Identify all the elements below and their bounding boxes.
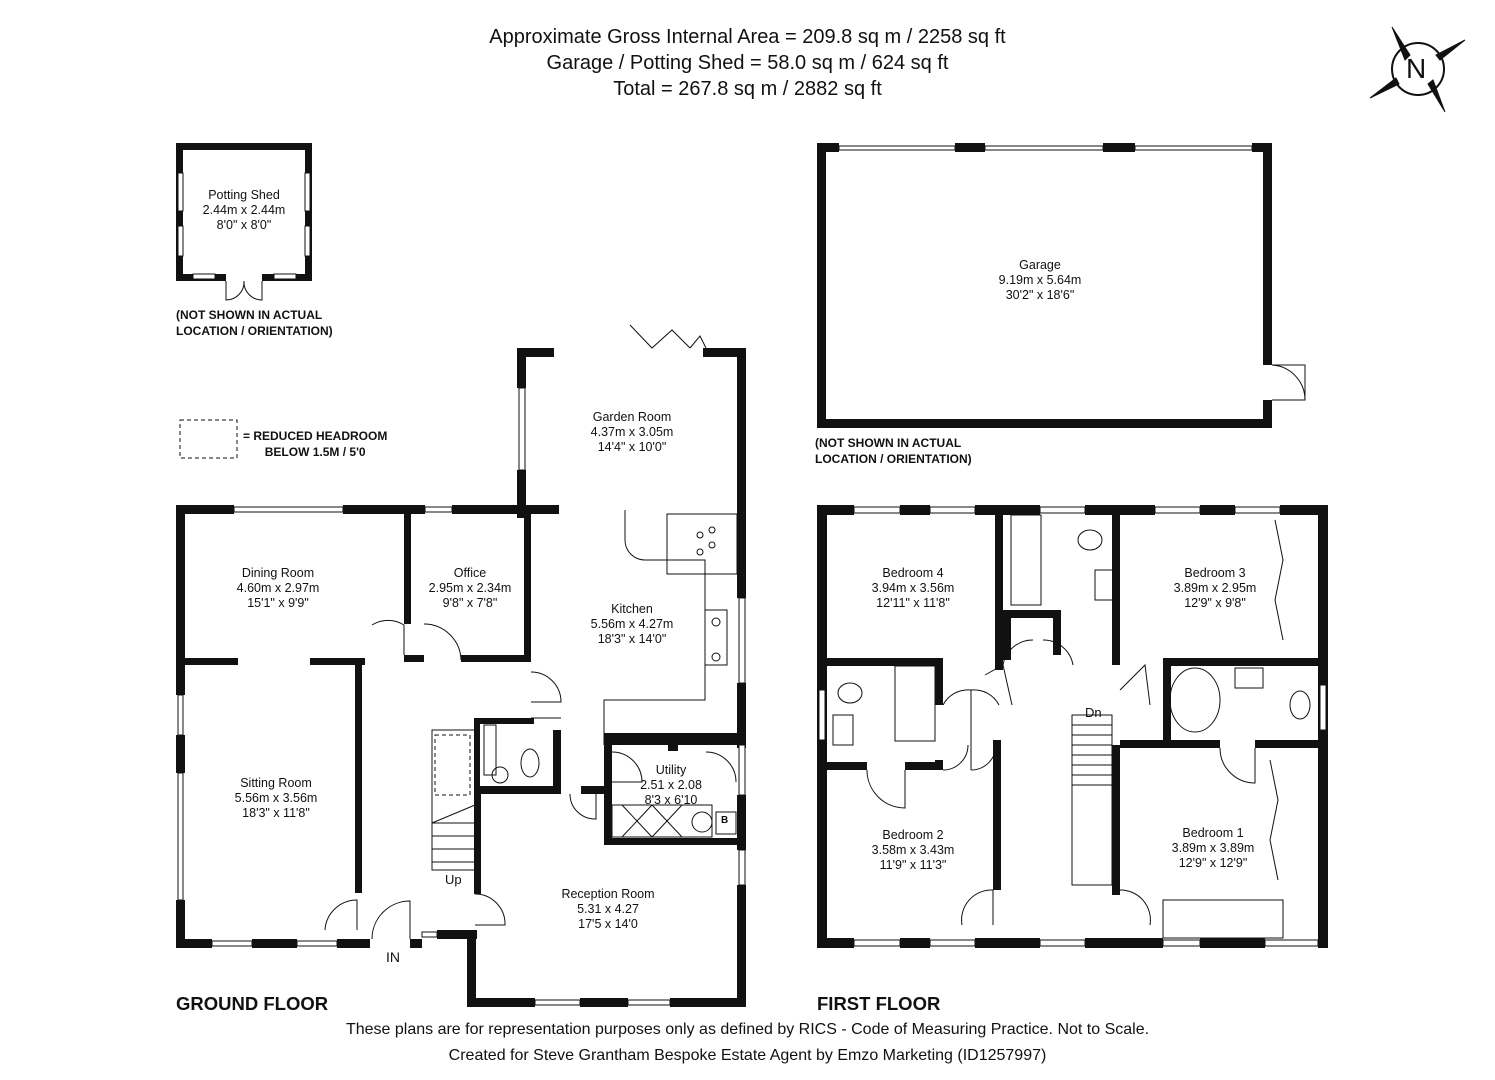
stairs-up-marker: Up (445, 872, 462, 887)
area-line-2: Garage / Potting Shed = 58.0 sq m / 624 … (546, 52, 949, 74)
credit-line: Created for Steve Grantham Bespoke Estat… (448, 1047, 1047, 1064)
label-potting-shed: Potting Shed 2.44m x 2.44m 8'0" x 8'0" (202, 188, 286, 232)
label-garage: Garage 9.19m x 5.64m 30'2" x 18'6" (998, 258, 1082, 302)
garage-note: (NOT SHOWN IN ACTUAL LOCATION / ORIENTAT… (815, 436, 972, 466)
label-dining-room: Dining Room 4.60m x 2.97m 15'1" x 9'9" (236, 566, 320, 610)
compass-north-label: N (1406, 53, 1427, 84)
label-kitchen: Kitchen 5.56m x 4.27m 18'3" x 14'0" (590, 602, 674, 646)
label-bedroom-1: Bedroom 1 3.89m x 3.89m 12'9" x 12'9" (1171, 826, 1255, 870)
potting-shed-note: (NOT SHOWN IN ACTUAL LOCATION / ORIENTAT… (176, 308, 333, 338)
area-line-3: Total = 267.8 sq m / 2882 sq ft (613, 78, 882, 100)
disclaimer-line: These plans are for representation purpo… (345, 1021, 1150, 1038)
boiler-marker: B (721, 815, 729, 826)
label-office: Office 2.95m x 2.34m 9'8" x 7'8" (428, 566, 512, 610)
entrance-marker: IN (386, 949, 400, 965)
first-floor-title: FIRST FLOOR (817, 993, 941, 1014)
compass-rose (1369, 26, 1466, 113)
stairs-down-marker: Dn (1085, 705, 1102, 720)
label-bedroom-3: Bedroom 3 3.89m x 2.95m 12'9" x 9'8" (1173, 566, 1257, 610)
label-utility: Utility 2.51 x 2.08 8'3 x 6'10 (640, 763, 702, 807)
garage-walls (817, 143, 1272, 428)
label-bedroom-4: Bedroom 4 3.94m x 3.56m 12'11" x 11'8" (871, 566, 955, 610)
label-sitting-room: Sitting Room 5.56m x 3.56m 18'3" x 11'8" (234, 776, 318, 820)
area-line-1: Approximate Gross Internal Area = 209.8 … (489, 26, 1006, 48)
label-bedroom-2: Bedroom 2 3.58m x 3.43m 11'9" x 11'3" (871, 828, 955, 872)
ground-floor-title: GROUND FLOOR (176, 993, 329, 1014)
ground-floor-walls (176, 348, 746, 1007)
label-reception-room: Reception Room 5.31 x 4.27 17'5 x 14'0 (561, 887, 655, 931)
reduced-headroom-legend: = REDUCED HEADROOM BELOW 1.5M / 5'0 (243, 429, 388, 459)
label-garden-room: Garden Room 4.37m x 3.05m 14'4" x 10'0" (590, 410, 674, 454)
